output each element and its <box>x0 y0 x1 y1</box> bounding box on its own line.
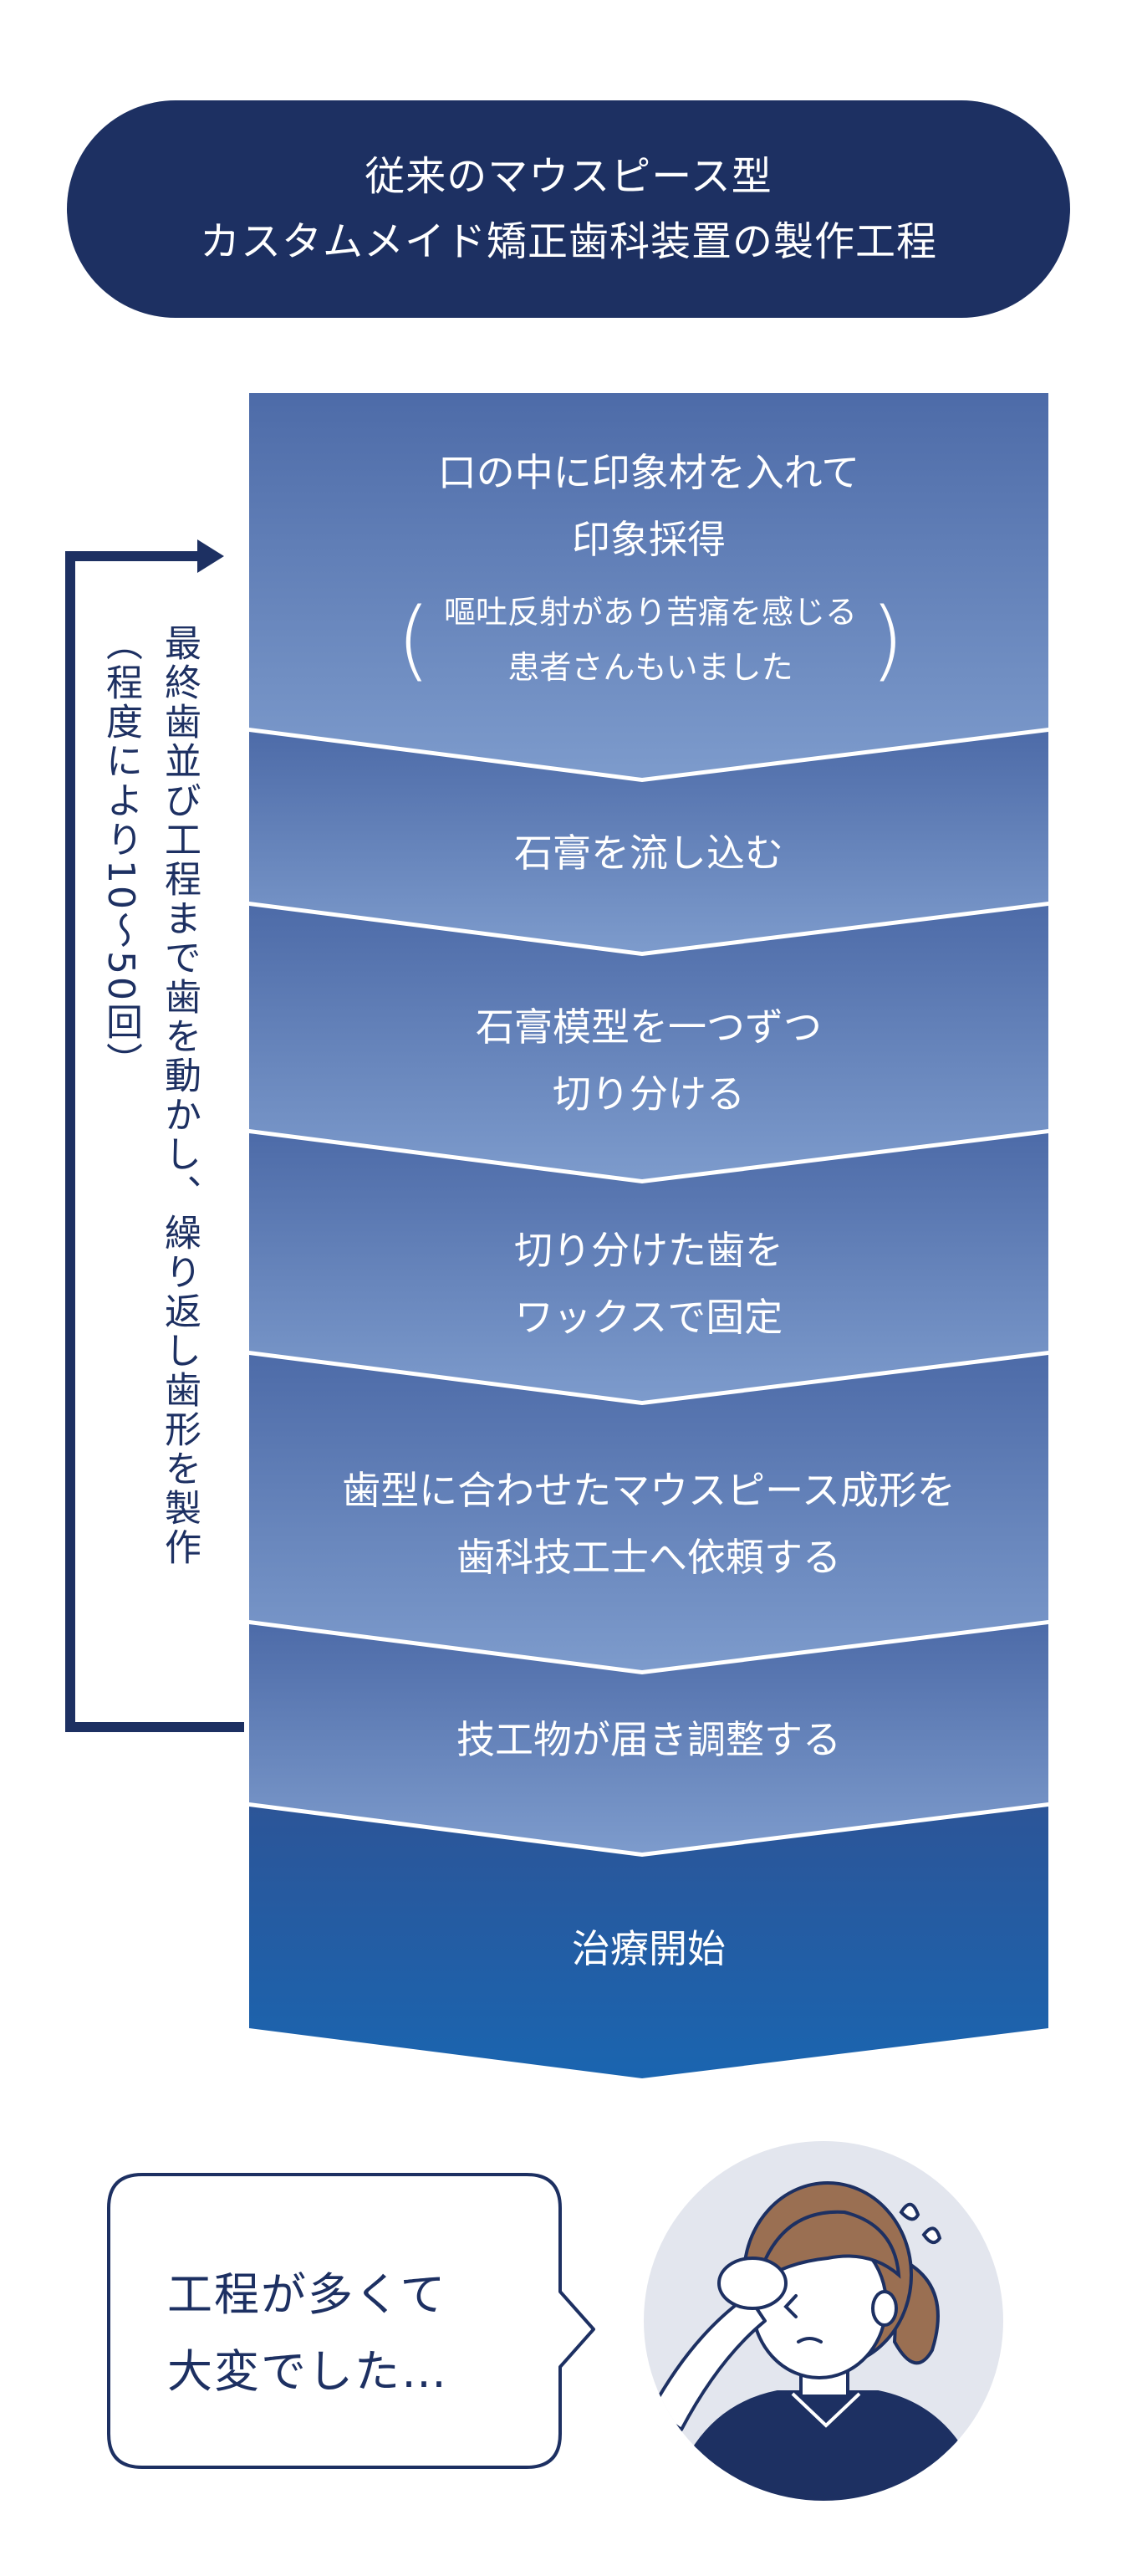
step-3-line-2: 切り分ける <box>553 1061 745 1127</box>
step-1-line-2: 印象採得 <box>572 506 726 573</box>
loop-sublabel: （程度により10〜50回） <box>97 624 144 1703</box>
note-open-paren: ( <box>396 596 431 683</box>
note-close-paren: ) <box>870 596 905 683</box>
speech-bubble-line-2: 大変でした… <box>167 2333 543 2410</box>
step-final-text: 治療開始 <box>249 1915 1048 1982</box>
step-6-line-1: 技工物が届き調整する <box>456 1706 841 1773</box>
step-2-text: 石膏を流し込む <box>249 820 1048 887</box>
step-3-text: 石膏模型を一つずつ 切り分ける <box>249 994 1048 1127</box>
worried-woman-illustration <box>644 2141 1003 2509</box>
loop-arrowhead <box>197 539 224 573</box>
step-4-line-1: 切り分けた歯を <box>514 1217 783 1284</box>
step-4-line-2: ワックスで固定 <box>515 1284 783 1351</box>
loop-label: 最終歯並び工程まで歯を動かし、繰り返し歯形を製作 <box>156 624 202 1703</box>
step-final-line-1: 治療開始 <box>572 1915 726 1982</box>
step-1-note: ( 嘔吐反射があり苦痛を感じる 患者さんもいました ) <box>366 585 935 694</box>
step-4-text: 切り分けた歯を ワックスで固定 <box>249 1217 1048 1351</box>
step-1-text: 口の中に印象材を入れて 印象採得 <box>249 435 1048 577</box>
step-5-line-1: 歯型に合わせたマウスピース成形を <box>342 1457 956 1524</box>
step-1-line-1: 口の中に印象材を入れて <box>438 439 860 506</box>
step-1-note-line-2: 患者さんもいました <box>444 640 857 695</box>
step-5-text: 歯型に合わせたマウスピース成形を 歯科技工士へ依頼する <box>249 1457 1048 1591</box>
step-5-line-2: 歯科技工士へ依頼する <box>456 1524 841 1591</box>
step-2-line-1: 石膏を流し込む <box>514 820 783 887</box>
speech-bubble-line-1: 工程が多くて <box>167 2257 543 2333</box>
step-6-text: 技工物が届き調整する <box>249 1706 1048 1773</box>
step-1-note-line-1: 嘔吐反射があり苦痛を感じる <box>444 585 857 640</box>
speech-bubble-text: 工程が多くて 大変でした… <box>109 2216 543 2451</box>
step-3-line-1: 石膏模型を一つずつ <box>476 994 822 1061</box>
